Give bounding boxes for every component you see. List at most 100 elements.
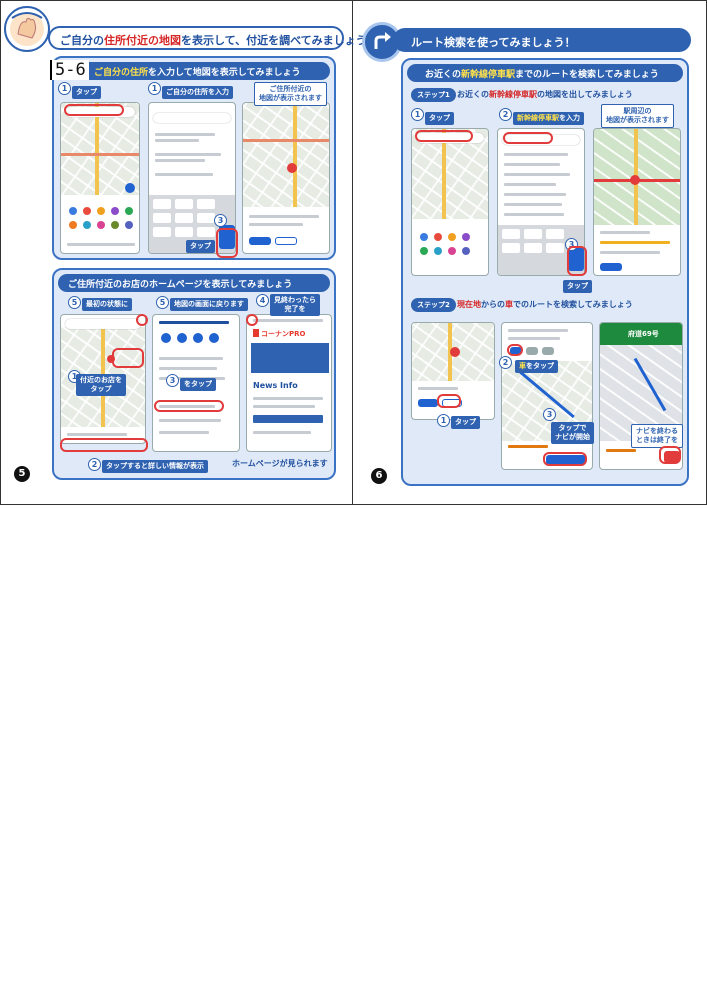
page-number-badge: 5 [14, 466, 30, 482]
category-icon[interactable] [111, 221, 119, 229]
news-row[interactable] [253, 405, 315, 408]
step-number: 3 [543, 408, 556, 421]
address-input[interactable] [153, 113, 231, 123]
category-icon[interactable] [448, 247, 456, 255]
search-submit-button[interactable] [568, 247, 584, 271]
suggestion-row[interactable] [155, 133, 215, 136]
route-button[interactable] [418, 399, 438, 407]
route-icon[interactable] [161, 333, 171, 343]
category-icon[interactable] [125, 221, 133, 229]
tap-callout: タップ [186, 240, 215, 253]
category-icon[interactable] [462, 233, 470, 241]
right-page: ルート検索を使ってみましょう！ お近くの新幹線停車駅までのルートを検索してみまし… [353, 0, 706, 505]
category-icon[interactable] [125, 207, 133, 215]
start-icon[interactable] [177, 333, 187, 343]
category-icon[interactable] [69, 207, 77, 215]
destination-field[interactable] [508, 337, 560, 340]
suggestion-row[interactable] [155, 173, 213, 176]
store-highlight-ring [112, 348, 144, 368]
detail-row [159, 357, 223, 360]
save-icon[interactable] [209, 333, 219, 343]
directions-button[interactable] [125, 183, 135, 193]
map-road [243, 139, 329, 142]
step1-tag: ステップ1 [411, 88, 456, 102]
search-highlight-ring [64, 104, 124, 116]
store-pin-icon[interactable] [107, 355, 115, 363]
tap-callout: タップ [425, 112, 454, 125]
search-input[interactable] [65, 107, 135, 117]
search-input[interactable] [65, 319, 141, 329]
suggestion-row[interactable] [504, 193, 566, 196]
phone-icon[interactable] [193, 333, 203, 343]
station-pin-icon [450, 347, 460, 357]
station-map-callout: 駅周辺の 地図が表示されます [601, 104, 674, 128]
map-area [243, 103, 329, 207]
submit-highlight-ring [216, 228, 238, 258]
category-icon[interactable] [97, 221, 105, 229]
category-icon[interactable] [69, 221, 77, 229]
suggestion-row[interactable] [504, 163, 560, 166]
start-button[interactable] [275, 237, 297, 245]
news-row[interactable] [253, 431, 311, 434]
map-road [442, 129, 446, 219]
category-icon[interactable] [462, 247, 470, 255]
brand-name: コーナンPRO [261, 330, 306, 338]
store-homepage-panel-header: ご住所付近のお店のホームページを表示してみましょう [58, 274, 330, 292]
category-icon[interactable] [111, 207, 119, 215]
origin-field[interactable] [508, 329, 568, 332]
suggestion-row[interactable] [504, 213, 564, 216]
category-icon[interactable] [448, 233, 456, 241]
category-icon[interactable] [420, 233, 428, 241]
suggestion-row[interactable] [155, 139, 199, 142]
search-input[interactable] [416, 133, 484, 143]
category-icon[interactable] [97, 207, 105, 215]
suggestion-row[interactable] [504, 173, 570, 176]
step-number: 2 [499, 356, 512, 369]
tap-callout: タップ [72, 86, 101, 99]
category-icon[interactable] [83, 221, 91, 229]
route-search-panel-header: お近くの新幹線停車駅までのルートを検索してみましょう [407, 64, 683, 82]
website-link[interactable] [159, 405, 215, 408]
category-icon[interactable] [434, 233, 442, 241]
transit-mode-tab[interactable] [526, 347, 538, 355]
enter-address-callout: ご自分の住所を入力 [162, 86, 233, 99]
start-navigation-button[interactable] [546, 455, 586, 465]
search-highlight-ring [415, 130, 473, 142]
store-name-row[interactable] [67, 433, 127, 436]
category-icon[interactable] [83, 207, 91, 215]
suggestion-row[interactable] [155, 159, 205, 162]
nav-start-callout: タップで ナビが開始 [551, 422, 594, 444]
news-button[interactable] [253, 415, 323, 423]
walk-mode-tab[interactable] [542, 347, 554, 355]
map-road [95, 103, 99, 195]
suggestion-row[interactable] [504, 153, 568, 156]
step-number: 3 [214, 214, 227, 227]
suggestion-row[interactable] [504, 183, 556, 186]
map-shown-callout: ご住所付近の 地図が表示されます [254, 82, 327, 106]
location-pin-icon [287, 163, 297, 173]
tap-detail-callout: タップすると詳しい情報が表示 [102, 460, 208, 473]
phone-screen-result-map [242, 102, 330, 254]
line-badges [600, 241, 670, 244]
brand-logo [253, 329, 259, 337]
url-bar[interactable] [253, 319, 323, 322]
map-area [61, 103, 139, 195]
station-input[interactable] [502, 135, 580, 145]
suggestion-row[interactable] [155, 153, 221, 156]
search-submit-button[interactable] [219, 225, 235, 249]
website-highlight-ring [154, 400, 224, 412]
phone-screen-station-map [593, 128, 681, 276]
car-mode-tab[interactable] [510, 347, 522, 355]
map-area [600, 345, 682, 441]
page-divider [352, 0, 353, 505]
page-code-label: 5-6 [50, 60, 89, 80]
suggestion-row[interactable] [504, 203, 562, 206]
category-icon[interactable] [434, 247, 442, 255]
left-header-banner: ご自分の住所付近の地図を表示して、付近を調べてみましょう [48, 26, 367, 50]
step-number: 1 [437, 414, 450, 427]
tap-callout: タップ [563, 280, 592, 293]
route-button[interactable] [249, 237, 271, 245]
route-button[interactable] [600, 263, 622, 271]
news-row[interactable] [253, 397, 323, 400]
category-icon[interactable] [420, 247, 428, 255]
